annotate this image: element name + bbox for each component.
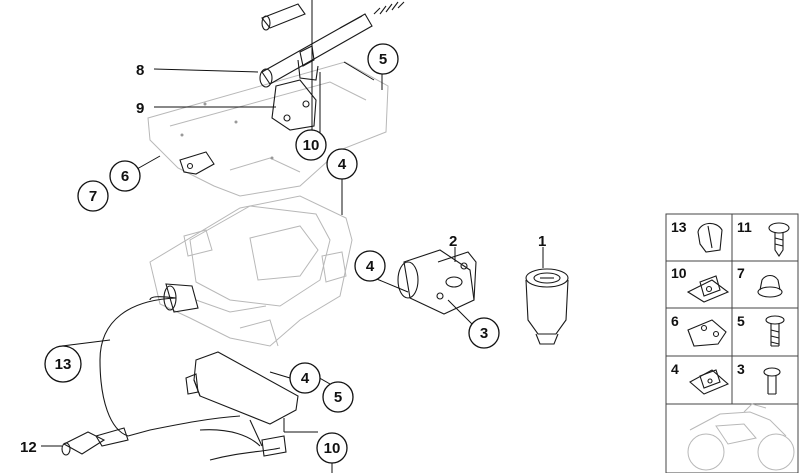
bubble-10-bottom: 10 [316,432,348,464]
callout-2: 2 [449,233,457,250]
callout-labels: 8 9 2 1 12 [20,62,546,456]
svg-text:10: 10 [324,440,341,457]
bubble-3: 3 [468,317,500,349]
legend-cell-13: 13 [671,219,723,253]
bubble-5-bottom: 5 [322,381,354,413]
legend-cell-7: 7 [737,265,783,298]
bubble-10-top: 10 [295,129,327,161]
shaft-assembly [259,1,405,88]
bottom-tray [185,351,299,461]
svg-text:5: 5 [737,313,745,329]
callout-bubbles: 5 10 4 6 7 4 3 13 [44,43,500,464]
small-parts-legend: 13 11 10 7 6 5 [665,213,799,473]
svg-text:7: 7 [737,265,745,281]
callout-1: 1 [538,233,546,250]
callout-12: 12 [20,439,37,456]
svg-text:5: 5 [379,51,387,68]
svg-text:4: 4 [366,258,375,275]
svg-text:6: 6 [121,168,129,185]
plug-12 [61,427,129,456]
motorcycle-silhouette [687,403,795,471]
bubble-6: 6 [109,160,141,192]
svg-text:10: 10 [303,137,320,154]
legend-cell-4: 4 [671,361,730,395]
svg-text:13: 13 [55,356,72,373]
legend-cell-3: 3 [737,361,781,395]
callout-9: 9 [136,100,144,117]
svg-text:6: 6 [671,313,679,329]
svg-text:4: 4 [671,361,679,377]
main-frame [149,195,353,347]
part-2-lock-housing [397,249,477,315]
svg-text:3: 3 [480,325,488,342]
svg-text:5: 5 [334,389,342,406]
svg-text:13: 13 [671,219,687,235]
cable-13 [99,283,241,437]
bubble-4-top: 4 [326,148,358,180]
legend-cell-10: 10 [671,265,730,303]
legend-cell-6: 6 [671,313,727,347]
bracket-9 [271,79,317,131]
bubble-13: 13 [44,345,82,383]
svg-text:4: 4 [301,370,310,387]
bubble-5-top: 5 [367,43,399,75]
bubble-7: 7 [77,180,109,212]
svg-text:10: 10 [671,265,687,281]
bubble-4-bottom: 4 [289,362,321,394]
svg-text:3: 3 [737,361,745,377]
leader-lines [41,0,544,473]
svg-text:4: 4 [338,156,347,173]
legend-cell-11: 11 [737,219,790,257]
svg-text:11: 11 [737,219,752,235]
legend-cell-5: 5 [737,313,785,347]
svg-text:7: 7 [89,188,97,205]
clip-part [179,151,215,175]
part-1-lock-cylinder [525,268,569,345]
upper-plate [147,61,389,197]
callout-8: 8 [136,62,144,79]
bubble-4-mid: 4 [354,250,386,282]
